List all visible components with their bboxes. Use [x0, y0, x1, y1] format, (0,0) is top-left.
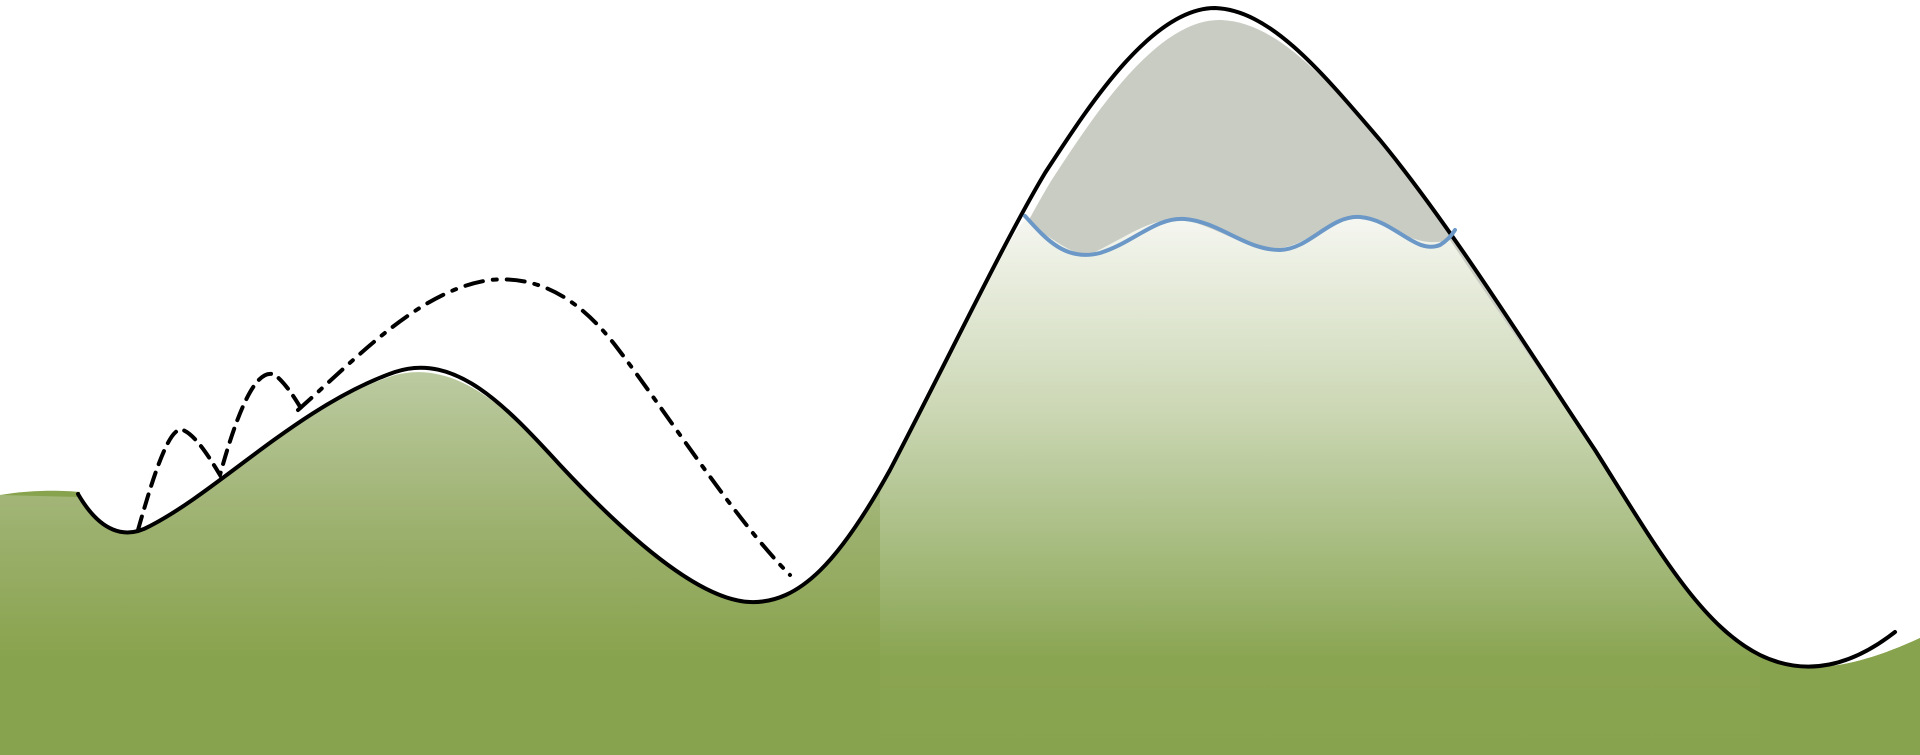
terrain-ground-right — [1760, 638, 1920, 755]
long-jump — [296, 277, 792, 577]
terrain-mountain — [880, 217, 1920, 755]
small-hops — [136, 371, 304, 532]
terrain-hill-left — [0, 372, 890, 755]
landscape-curve — [76, 5, 1897, 669]
water-surface-wave — [1023, 214, 1457, 257]
